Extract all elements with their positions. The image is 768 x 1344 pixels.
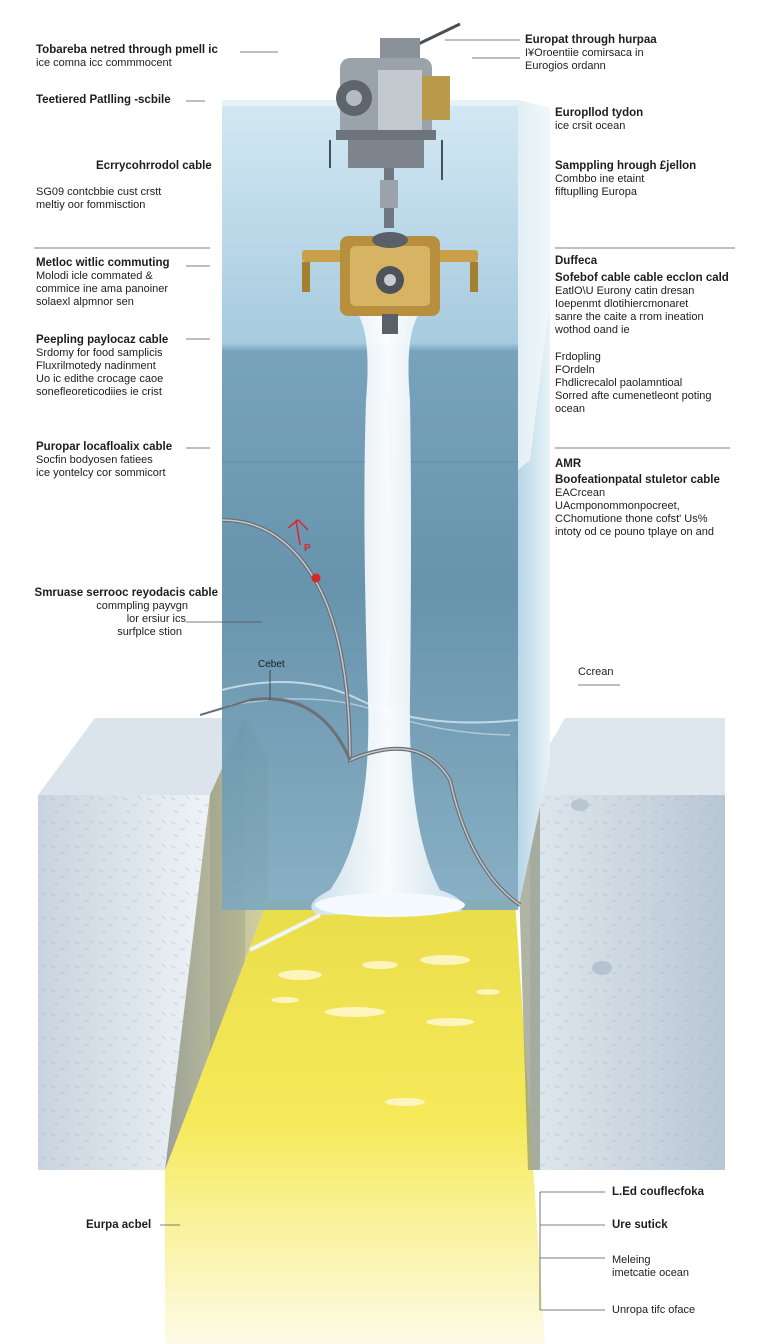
- label-l5: Metloc witlic commuting Molodi icle comm…: [36, 257, 170, 309]
- leader-lines: [34, 39, 735, 1311]
- label-title: Teetiered Patlling -scbile: [36, 94, 171, 106]
- label-r2: Europllod tydon ice crsit ocean: [555, 107, 643, 133]
- label-line: ocean: [555, 403, 585, 415]
- label-title: Ecrrycohrrodol cable: [96, 160, 212, 172]
- label-line: Eurogios ordann: [525, 60, 606, 72]
- surface-winch-assembly: [329, 22, 461, 180]
- label-line: Sorred afte cumenetleont poting: [555, 390, 712, 402]
- label-title: Ure sutick: [612, 1219, 668, 1231]
- label-title: Sofebof cable cable ecclon cald: [555, 272, 729, 284]
- label-r4: Duffeca: [555, 255, 597, 268]
- label-line: UAcmponommonpocreet,: [555, 500, 680, 512]
- label-line: Combbo ine etaint: [555, 173, 645, 185]
- label-line: Fhdlicrecalol paolamntioal: [555, 377, 683, 389]
- label-line: SG09 contcbbie cust crstt: [36, 186, 162, 198]
- marker-tag: P: [304, 543, 311, 554]
- label-line: surfplce stion: [117, 626, 182, 638]
- label-line: Srdomy for food samplicis: [36, 347, 163, 359]
- label-l3: Ecrrycohrrodol cable: [96, 160, 212, 173]
- label-line: wothod oand ie: [555, 324, 630, 336]
- label-line: sonefleoreticodiies ie crist: [36, 386, 162, 398]
- label-r6: Frdopling FOrdeln Fhdlicrecalol paolamnt…: [555, 351, 712, 416]
- label-line: ice yontelcy cor sommicort: [36, 467, 166, 479]
- sensor-marker-icon: [311, 573, 321, 583]
- label-l9: Eurpa acbel: [86, 1219, 151, 1232]
- label-title: Tobareba netred through pmell ic: [36, 44, 218, 56]
- label-l2: Teetiered Patlling -scbile: [36, 94, 171, 107]
- label-r8: Boofeationpatal stuletor cable EACrcean …: [555, 474, 720, 539]
- melt-shaft: [165, 718, 545, 1344]
- label-line: meltiy oor fommisction: [36, 199, 146, 211]
- label-title: AMR: [555, 458, 582, 470]
- tether-cable: [199, 518, 522, 907]
- label-title: Boofeationpatal stuletor cable: [555, 474, 720, 486]
- label-r3: Samppling hrough £jellon Combbo ine etai…: [555, 160, 696, 199]
- label-title: Duffeca: [555, 255, 598, 267]
- label-title: Peepling paylocaz cable: [36, 334, 169, 346]
- label-line: I¥Oroentiie comirsaca in: [525, 47, 644, 59]
- label-line: sanre the caite a rrom ineation: [555, 311, 704, 323]
- label-line: commpling payvgn: [96, 600, 188, 612]
- label-line: lor ersiur ics: [126, 613, 186, 625]
- label-line: Socfin bodyosen fatiees: [36, 454, 153, 466]
- label-line: ice crsit ocean: [555, 120, 626, 132]
- label-line: imetcatie ocean: [612, 1267, 690, 1279]
- label-l6: Peepling paylocaz cable Srdomy for food …: [36, 334, 168, 399]
- label-r5: Sofebof cable cable ecclon cald EatlO\U …: [555, 272, 729, 337]
- label-r9: Ccrean: [578, 666, 613, 679]
- probe-assembly: [302, 150, 478, 334]
- label-line: Ioepenmt dlotihiercmonaret: [555, 298, 689, 310]
- label-line: EatlO\U Eurony catin dresan: [555, 285, 695, 297]
- label-l7: Puropar locafloalix cable Socfin bodyose…: [36, 441, 172, 480]
- label-line: Unropa tifc oface: [612, 1304, 696, 1316]
- label-r11: Ure sutick: [612, 1219, 668, 1232]
- label-title: L.Ed couflecfoka: [612, 1186, 705, 1198]
- label-l4: SG09 contcbbie cust crstt meltiy oor fom…: [36, 186, 161, 212]
- label-title: Puropar locafloalix cable: [36, 441, 173, 453]
- label-title: Smruase serrooc reyodacis cable: [34, 587, 218, 599]
- label-line: Ccrean: [578, 666, 614, 678]
- label-line: Frdopling: [555, 351, 601, 363]
- label-title: Metloc witlic commuting: [36, 257, 170, 269]
- label-line: solaexl alpmnor sen: [36, 296, 134, 308]
- label-line: fiftuplling Europa: [555, 186, 637, 198]
- label-r1: Europat through hurpaa I¥Oroentiie comir…: [525, 34, 657, 73]
- label-line: intoty od ce pouno tplaye on and: [555, 526, 715, 538]
- label-l8: Smruase serrooc reyodacis cable commplin…: [22, 587, 218, 639]
- label-line: EACrcean: [555, 487, 606, 499]
- label-title: Europllod tydon: [555, 107, 644, 119]
- label-title: Samppling hrough £jellon: [555, 160, 697, 172]
- label-line: Meleing: [612, 1254, 651, 1266]
- label-line: ice comna icc commmocent: [36, 57, 172, 69]
- label-title: Europat through hurpaa: [525, 34, 657, 46]
- ice-slab-right: [520, 718, 725, 1170]
- label-line: CChomutione thone cofst' Us%: [555, 513, 708, 525]
- label-title: Eurpa acbel: [86, 1219, 152, 1231]
- label-line: FOrdeln: [555, 364, 595, 376]
- label-line: Molodi icle commated &: [36, 270, 153, 282]
- label-line: commice ine ama panoiner: [36, 283, 169, 295]
- melt-water-plume: [249, 310, 465, 952]
- label-r10: L.Ed couflecfoka: [612, 1186, 704, 1199]
- label-l1: Tobareba netred through pmell ic ice com…: [36, 44, 218, 70]
- label-r7: AMR: [555, 458, 581, 471]
- label-line: Uo ic edithe crocage caoe: [36, 373, 164, 385]
- cable-tag: Cebet: [258, 659, 285, 670]
- label-line: Fluxrilmotedy nadinment: [36, 360, 156, 372]
- label-r12: Meleing imetcatie ocean: [612, 1254, 689, 1280]
- label-r13: Unropa tifc oface: [612, 1304, 695, 1317]
